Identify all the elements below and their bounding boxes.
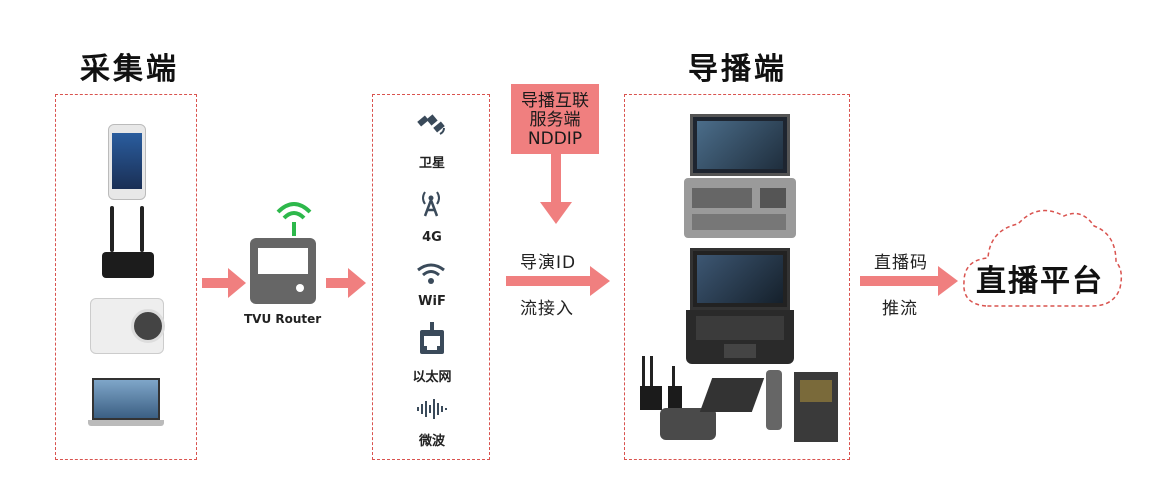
director-box [624,94,850,460]
connections-box [372,94,490,460]
nddip-line3: NDDIP [527,129,583,149]
flow-label-bottom: 流接入 [520,299,574,319]
encoder-image [100,206,156,278]
arrow-director-to-platform [860,266,958,296]
arrow-capture-to-router [202,268,246,298]
wifi-icon [417,263,445,284]
router-image [250,200,320,308]
satellite-icon [417,114,445,135]
connection-label-microwave: 微波 [418,434,445,449]
nddip-line1: 导播互联 [521,91,589,111]
smartphone-image [108,124,146,200]
portable-production-unit-image [684,114,796,240]
cloud-icon [963,209,1123,307]
flow-label-top: 导演ID [520,253,577,273]
nddip-box: 导播互联 服务端 NDDIP [511,84,599,154]
connection-label-wifi: WiF [418,294,446,309]
push-label-bottom: 推流 [882,299,918,319]
arrow-router-to-connections [326,268,366,298]
laptop-image [88,378,164,428]
capture-box [55,94,197,460]
ethernet-icon [420,322,444,354]
arrow-connections-to-director [506,266,610,296]
nddip-line2: 服务端 [529,110,581,130]
cellular-4g-icon [422,191,440,217]
router-label: TVU Router [244,312,322,326]
connection-label-4g: 4G [422,230,442,245]
capture-title: 采集端 [80,52,179,87]
accessories-image [638,356,842,448]
production-laptop-image [686,248,794,366]
platform-label: 直播平台 [976,264,1104,299]
microwave-icon [417,399,447,419]
action-camera-image [90,298,165,354]
director-title: 导播端 [688,52,787,87]
connection-label-ethernet: 以太网 [412,370,452,385]
connection-label-satellite: 卫星 [418,156,445,171]
push-label-top: 直播码 [874,253,928,273]
router-signal-icon [276,202,312,236]
arrow-nddip-down [540,154,572,224]
